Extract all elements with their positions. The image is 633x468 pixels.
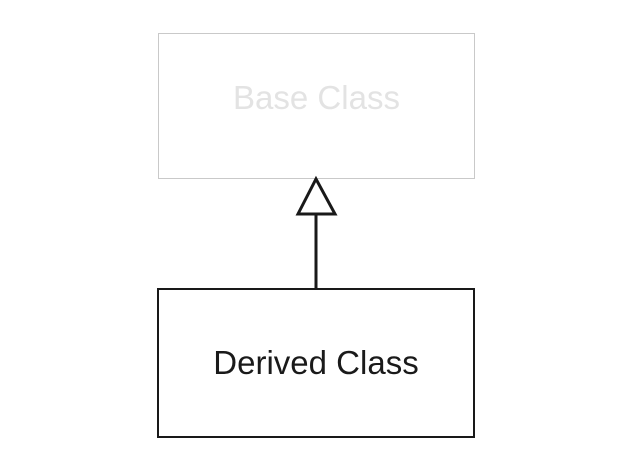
class-name-label: Derived Class	[213, 343, 419, 381]
class-name-label: Base Class	[233, 78, 400, 116]
class-node-derived-class[interactable]: Derived Class	[157, 288, 475, 438]
hollow-triangle-arrowhead-icon	[295, 175, 338, 216]
class-node-base-class[interactable]: Base Class	[158, 33, 475, 179]
